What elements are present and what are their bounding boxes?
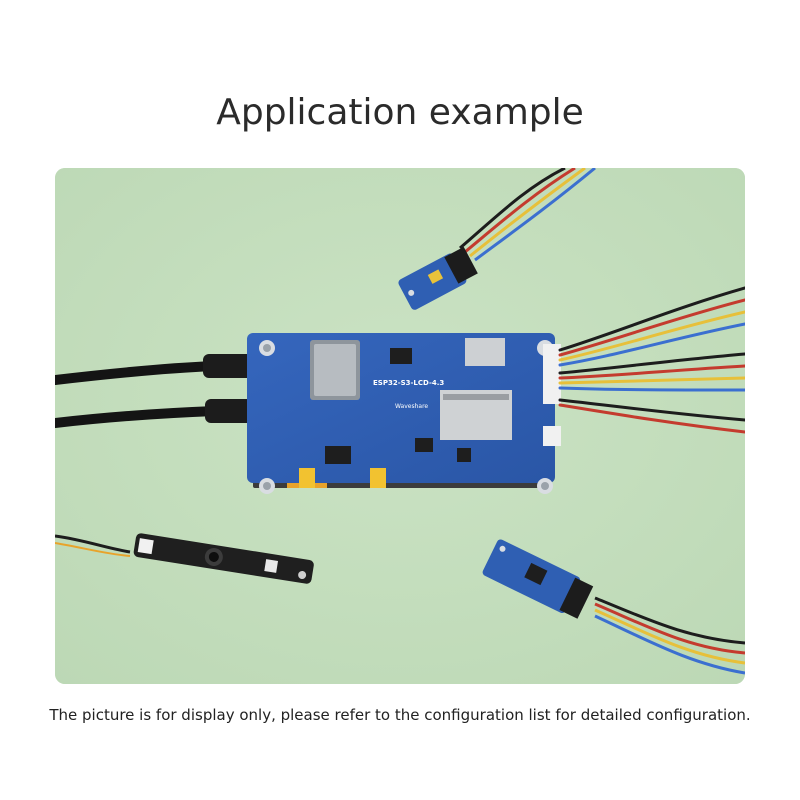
product-photo: ESP32-S3-LCD-4.3 Waveshare bbox=[55, 168, 745, 684]
board-model-label: ESP32-S3-LCD-4.3 bbox=[373, 379, 444, 387]
photo-illustration: ESP32-S3-LCD-4.3 Waveshare bbox=[55, 168, 745, 684]
main-board: ESP32-S3-LCD-4.3 Waveshare bbox=[247, 333, 561, 494]
board-brand-label: Waveshare bbox=[395, 403, 428, 410]
page-title: Application example bbox=[216, 92, 584, 133]
sensor-wires-right bbox=[558, 286, 745, 434]
sensor-module-top bbox=[398, 168, 596, 310]
photo-caption: The picture is for display only, please … bbox=[49, 706, 751, 724]
sensor-module-bottom bbox=[482, 539, 745, 675]
camera-module bbox=[55, 533, 314, 584]
